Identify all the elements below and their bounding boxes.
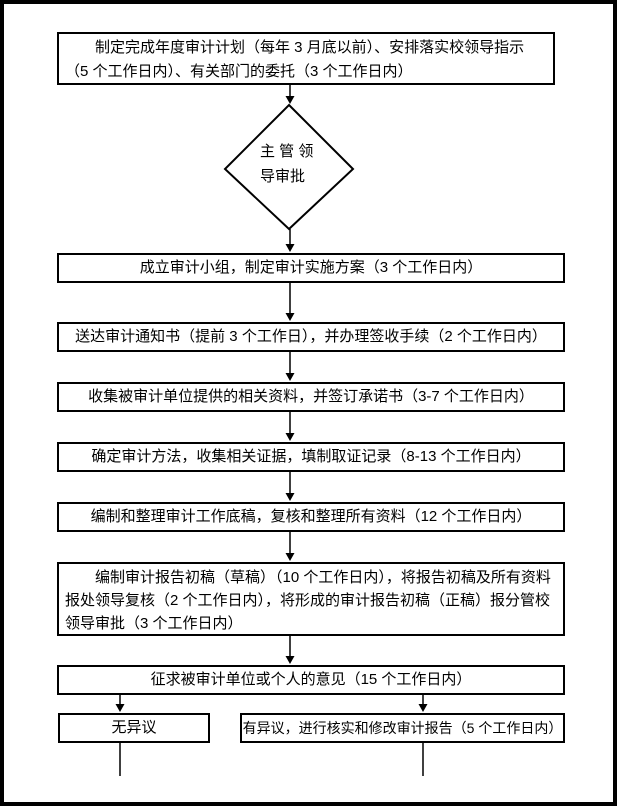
box-working-papers: 编制和整理审计工作底稿，复核和整理所有资料（12 个工作日内） — [57, 502, 565, 532]
arrowhead-objection — [418, 704, 428, 712]
decision-diamond-shape — [223, 103, 355, 231]
arrowhead-4 — [285, 373, 295, 381]
decision-label-line2: 导审批 — [260, 168, 306, 185]
box-deliver-audit-notice: 送达审计通知书（提前 3 个工作日），并办理签收手续（2 个工作日内） — [57, 322, 565, 352]
decision-label-line1: 主 管 领 — [260, 143, 314, 160]
box-solicit-opinions: 征求被审计单位或个人的意见（15 个工作日内） — [57, 665, 565, 695]
box-draft-report: 编制审计报告初稿（草稿）（10 个工作日内），将报告初稿及所有资料报处领导复核（… — [57, 562, 565, 636]
arrowhead-6 — [285, 493, 295, 501]
box-annual-audit-plan: 制定完成年度审计计划（每年 3 月底以前）、安排落实校领导指示（5 个工作日内）… — [57, 32, 555, 85]
arrowhead-5 — [285, 433, 295, 441]
box-no-objection: 无异议 — [58, 713, 210, 743]
arrowhead-3 — [285, 313, 295, 321]
box-objection: 有异议，进行核实和修改审计报告（5 个工作日内） — [240, 713, 565, 743]
arrowhead-no-objection — [115, 704, 125, 712]
decision-leader-approval-label: 主 管 领 导审批 — [260, 139, 350, 189]
arrowhead-1 — [285, 96, 295, 104]
arrowhead-8 — [285, 656, 295, 664]
box-collect-materials: 收集被审计单位提供的相关资料，并签订承诺书（3-7 个工作日内） — [57, 382, 565, 412]
box-determine-methods: 确定审计方法，收集相关证据，填制取证记录（8-13 个工作日内） — [57, 442, 565, 472]
box-setup-audit-team: 成立审计小组，制定审计实施方案（3 个工作日内） — [57, 253, 565, 283]
arrowhead-2 — [285, 244, 295, 252]
arrowhead-7 — [285, 553, 295, 561]
